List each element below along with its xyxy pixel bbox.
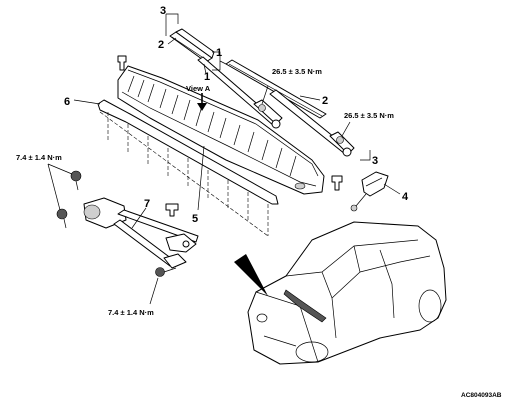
callout-3-top: 3: [160, 5, 166, 17]
callout-5: 5: [192, 213, 198, 225]
motor-bolt-lower: [155, 267, 177, 277]
callout-6: 6: [64, 96, 70, 108]
callout-3-right: 3: [372, 155, 378, 167]
callout-2-left: 2: [158, 39, 164, 51]
clip-center: [165, 203, 179, 217]
motor-bolt-lower-left: [56, 208, 68, 229]
arm-nut-left: [258, 104, 266, 112]
motor-bolt-upper: [70, 170, 82, 191]
leader-lines: [47, 13, 401, 305]
wiper-blade-left: [169, 28, 215, 63]
clip-upper-left: [117, 55, 127, 71]
torque-motor-lower: 7.4 ± 1.4 N·m: [108, 308, 154, 317]
torque-motor-upper: 7.4 ± 1.4 N·m: [16, 153, 62, 162]
clip-right: [331, 175, 343, 191]
view-a-arrow: [197, 93, 207, 111]
view-a-label: View A: [186, 84, 211, 93]
locator-pointer: [234, 254, 268, 296]
torque-arm-upper: 26.5 ± 3.5 N·m: [272, 67, 322, 76]
vehicle-locator: [247, 221, 447, 365]
cowl-top-panel: [117, 65, 325, 195]
callout-7: 7: [144, 198, 150, 210]
callout-1-mid: 1: [204, 71, 210, 83]
cowl-weatherstrip: [97, 99, 279, 237]
callout-1-top: 1: [216, 47, 222, 59]
cowl-grille: [127, 75, 297, 177]
callout-2-right: 2: [322, 95, 328, 107]
washer-bracket: [350, 171, 389, 212]
wiper-motor-linkage: [83, 197, 199, 269]
figure-code: AC804093AB: [461, 392, 502, 399]
torque-arm-lower: 26.5 ± 3.5 N·m: [344, 111, 394, 120]
callout-4: 4: [402, 191, 409, 203]
arm-nut-right: [336, 136, 344, 144]
